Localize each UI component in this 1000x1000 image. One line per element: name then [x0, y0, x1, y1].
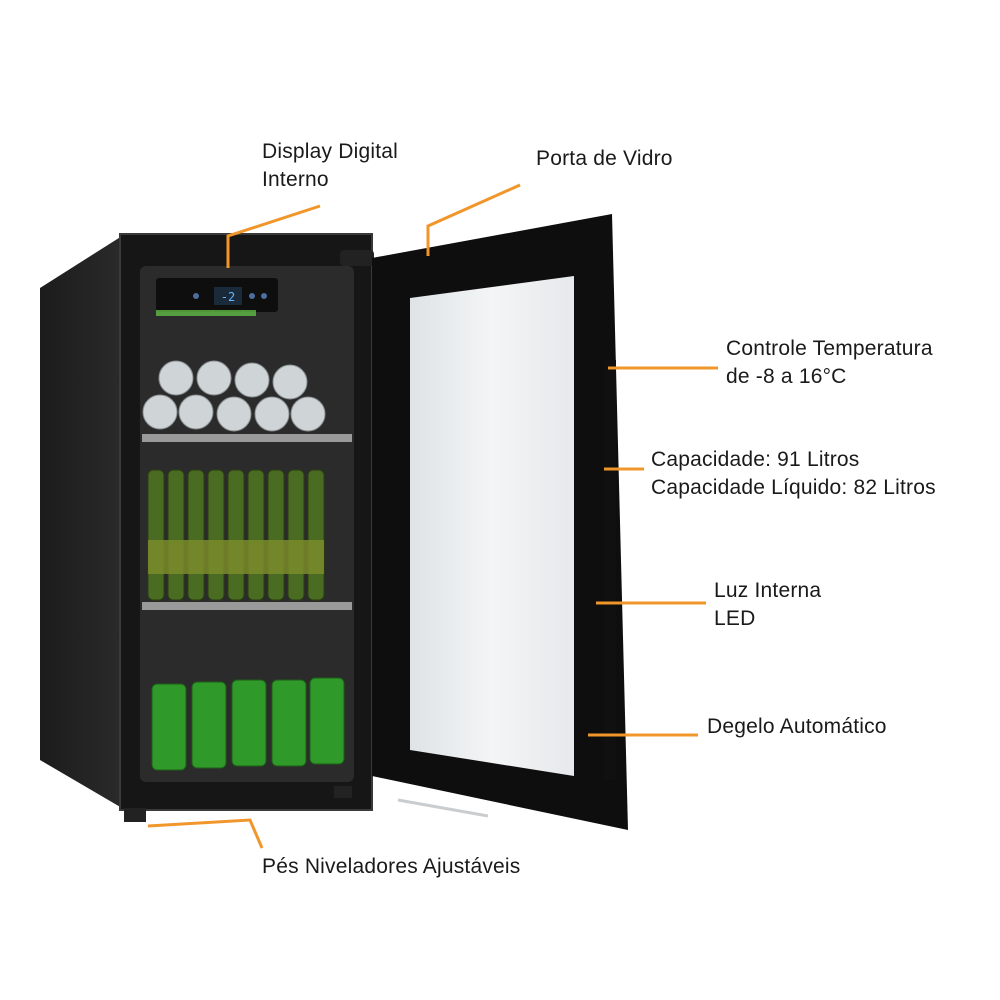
leveling-foot: [124, 808, 146, 822]
glass-door-panel: [410, 276, 574, 776]
label-light: Luz Interna LED: [714, 577, 821, 633]
label-temperature: Controle Temperatura de -8 a 16°C: [726, 335, 933, 391]
label-capacity-line2: Capacidade Líquido: 82 Litros: [651, 476, 936, 499]
control-button: [261, 293, 267, 299]
label-display-line1: Display Digital: [262, 140, 399, 163]
door-handle: [604, 360, 616, 780]
label-capacity-line1: Capacidade: 91 Litros: [651, 448, 860, 471]
leader-display: [226, 204, 321, 268]
green-cans: [151, 677, 345, 771]
door-base-reflection: [397, 798, 489, 818]
control-button: [249, 293, 255, 299]
led-glow: [156, 310, 256, 316]
silver-cans: [142, 360, 326, 432]
display-window: [214, 287, 242, 305]
leader-door: [426, 183, 521, 256]
label-feet-line1: Pés Niveladores Ajustáveis: [262, 855, 521, 878]
label-defrost: Degelo Automático: [707, 713, 887, 741]
control-button: [193, 293, 199, 299]
label-feet: Pés Niveladores Ajustáveis: [262, 853, 521, 881]
label-display: Display Digital Interno: [262, 138, 398, 194]
label-capacity: Capacidade: 91 Litros Capacidade Líquido…: [651, 446, 936, 502]
label-light-line1: Luz Interna: [714, 579, 822, 602]
leader-lines: [147, 183, 718, 849]
bottle-labels: [148, 540, 324, 574]
green-bottles: [147, 469, 325, 601]
leader-feet: [147, 818, 264, 849]
door-hinge: [340, 250, 374, 266]
cabinet-side: [40, 236, 122, 808]
label-door: Porta de Vidro: [536, 145, 673, 173]
label-display-line2: Interno: [262, 168, 329, 191]
label-light-line2: LED: [714, 607, 756, 630]
wire-shelf: [142, 434, 352, 442]
label-temperature-line2: de -8 a 16°C: [726, 365, 847, 388]
temperature-readout: -2: [221, 290, 235, 304]
label-door-line1: Porta de Vidro: [536, 147, 673, 170]
wire-shelf: [142, 602, 352, 610]
label-defrost-line1: Degelo Automático: [707, 715, 887, 738]
leveling-foot: [334, 786, 352, 798]
label-temperature-line1: Controle Temperatura: [726, 337, 933, 360]
